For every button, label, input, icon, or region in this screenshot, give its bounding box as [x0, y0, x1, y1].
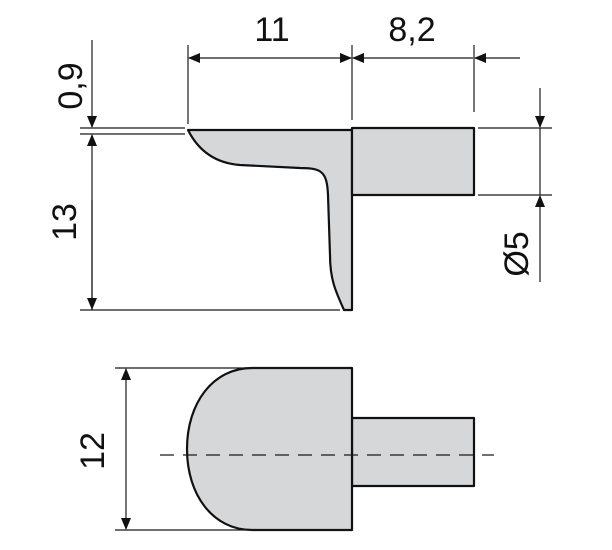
dim-pin-diameter-label: Ø5: [498, 231, 536, 276]
bracket-top: [185, 366, 354, 532]
dim-arm-length-label: 11: [254, 11, 289, 49]
pin-top: [350, 416, 476, 488]
dim-pin-length-label: 8,2: [388, 11, 435, 49]
top-view: 12: [74, 366, 494, 532]
pin-side: [350, 126, 476, 197]
side-view: 0,9 13 11 8,2 Ø5: [46, 11, 552, 312]
dim-thickness-label: 0,9: [52, 62, 90, 109]
dim-height-label: 13: [46, 203, 84, 241]
dim-width-label: 12: [74, 432, 112, 470]
bracket-body: [186, 128, 354, 312]
